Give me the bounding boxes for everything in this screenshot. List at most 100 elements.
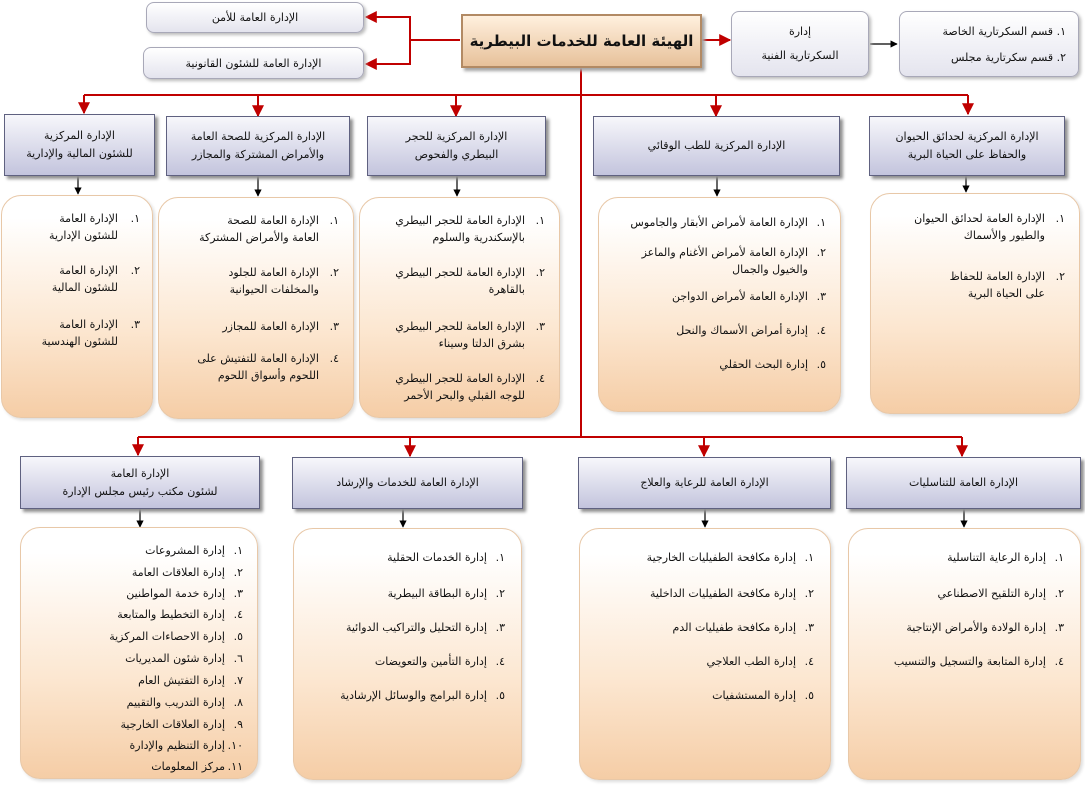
item-text: الإدارة العامة للصحة bbox=[227, 214, 319, 227]
root-to-legal bbox=[364, 40, 411, 70]
central-unit-header[interactable]: الإدارة المركزية للطب الوقائي bbox=[593, 116, 840, 176]
unit-title-line: الإدارة العامة bbox=[110, 466, 170, 480]
item-text: إدارة البحث الحقلي bbox=[719, 358, 808, 371]
item-number: ٣. bbox=[804, 621, 814, 634]
item-number: ٣. bbox=[130, 318, 140, 331]
general-unit-header[interactable]: الإدارة العامة للخدمات والإرشاد bbox=[292, 457, 523, 509]
sub-department-item[interactable]: ١٠.إدارة التنظيم والإدارة bbox=[130, 737, 243, 754]
sub-department-item[interactable]: ٥.إدارة البحث الحقلي bbox=[719, 356, 826, 373]
sub-department-item[interactable]: ٥.إدارة البرامج والوسائل الإرشادية bbox=[340, 687, 505, 704]
sub-department-item[interactable]: ٨.إدارة التدريب والتقييم bbox=[127, 694, 243, 711]
item-number: ٣. bbox=[535, 320, 545, 333]
sub-department-item[interactable]: ٣.الإدارة العامة لأمراض الدواجن bbox=[672, 288, 826, 305]
unit-title-line: الإدارة العامة للرعاية والعلاج bbox=[640, 476, 769, 489]
central-unit-header[interactable]: الإدارة المركزية للصحة العامة والأمراض ال… bbox=[166, 116, 350, 176]
item-number: ٤. bbox=[329, 352, 339, 365]
item-text: إدارة البرامج والوسائل الإرشادية bbox=[340, 689, 487, 702]
sub-department-item[interactable]: ٣.إدارة مكافحة طفيليات الدم bbox=[673, 619, 814, 636]
item-number: ٤. bbox=[1054, 655, 1064, 668]
sub-department-item[interactable]: ٢.إدارة البطاقة البيطرية bbox=[388, 585, 505, 602]
unit-title-line: البيطري والفحوص bbox=[414, 148, 499, 161]
item-text: إدارة الطب العلاجي bbox=[706, 655, 796, 668]
general-unit-header[interactable]: الإدارة العامة للرعاية والعلاج bbox=[578, 457, 831, 509]
security-node[interactable]: الإدارة العامة للأمن bbox=[146, 2, 364, 33]
sub-department-item[interactable]: ٦.إدارة شئون المديريات bbox=[125, 650, 243, 667]
sub-department-item[interactable]: ٣.إدارة الولادة والأمراض الإنتاجية bbox=[906, 619, 1064, 636]
item-number: ٢. bbox=[1056, 51, 1066, 64]
sub-department-item[interactable]: ٧.إدارة التفتيش العام bbox=[138, 672, 243, 689]
sub-department-item[interactable]: ٤.إدارة أمراض الأسماك والنحل bbox=[676, 322, 826, 339]
sub-department-item[interactable]: ١.إدارة مكافحة الطفيليات الخارجية bbox=[647, 549, 814, 566]
item-text: الإدارة العامة للجلود bbox=[228, 266, 319, 279]
item-number: ٦. bbox=[233, 652, 243, 665]
sub-department-item[interactable]: ٤. إدارة المتابعة والتسجيل والتنسيب bbox=[894, 653, 1064, 670]
sub-department-item[interactable]: ٢.إدارة مكافحة الطفيليات الداخلية bbox=[650, 585, 814, 602]
item-text: إدارة خدمة المواطنين bbox=[126, 587, 225, 600]
general-unit-header[interactable]: الإدارة العامة للتناسليات bbox=[846, 457, 1081, 509]
item-text: إدارة التحليل والتراكيب الدوائية bbox=[345, 621, 487, 634]
sub-department-item[interactable]: ٣.إدارة التحليل والتراكيب الدوائية bbox=[346, 619, 505, 636]
root-node[interactable]: الهيئة العامة للخدمات البيطرية bbox=[461, 14, 702, 68]
sub-department-item[interactable]: ٢.إدارة التلقيح الاصطناعي bbox=[937, 585, 1064, 602]
sub-department-item[interactable]: ٩.إدارة العلاقات الخارجية bbox=[120, 716, 243, 733]
sub-department-item[interactable]: ١.إدارة المشروعات bbox=[145, 542, 243, 559]
item-text: إدارة مكافحة الطفيليات الداخلية bbox=[649, 587, 796, 600]
sub-department-item[interactable]: ٥.إدارة المستشفيات bbox=[712, 687, 814, 704]
item-number: ٤. bbox=[233, 608, 243, 621]
item-number: ١. bbox=[233, 544, 243, 557]
item-number: ٢. bbox=[130, 264, 140, 277]
item-number: ١٠. bbox=[227, 739, 243, 752]
sub-department-item[interactable]: ١.إدارة الرعاية التناسلية bbox=[947, 549, 1064, 566]
legal-affairs-node[interactable]: الإدارة العامة للشئون القانونية bbox=[143, 47, 364, 79]
sub-department-item[interactable]: ٣.الإدارة العامة للمجازر bbox=[222, 318, 339, 335]
sub-department-item[interactable]: ١.الإدارة العامة لأمراض الأبقار والجاموس bbox=[630, 214, 826, 231]
item-text: إدارة مكافحة الطفيليات الخارجية bbox=[646, 551, 796, 564]
item-text: الإدارة العامة لأمراض الأغنام والماعز bbox=[641, 246, 808, 259]
general-unit-list: ١.إدارة المشروعات ٢.إدارة العلاقات العامة… bbox=[20, 527, 258, 779]
sub-department-item[interactable]: ١.إدارة الخدمات الحقلية bbox=[387, 549, 505, 566]
sub-department-item[interactable]: ٥.إدارة الاحصاءات المركزية bbox=[109, 628, 243, 645]
sub-department-item[interactable]: ١١.مركز المعلومات bbox=[151, 758, 243, 775]
central-unit-list: ١.الإدارة العامة لأمراض الأبقار والجاموس… bbox=[598, 197, 841, 412]
sub-department-item[interactable]: ٢.إدارة العلاقات العامة bbox=[132, 564, 243, 581]
item-number: ٢. bbox=[816, 246, 826, 259]
technical-secretariat-node[interactable]: إدارة السكرتارية الفنية bbox=[731, 11, 869, 77]
item-text: إدارة الاحصاءات المركزية bbox=[109, 630, 225, 643]
item-text: الإدارة العامة لأمراض الأبقار والجاموس bbox=[630, 216, 808, 229]
sub-department-item[interactable]: ٤.إدارة التخطيط والمتابعة bbox=[117, 606, 243, 623]
item-number: ١. bbox=[130, 212, 140, 225]
sub-department-item[interactable]: ٤.إدارة الطب العلاجي bbox=[706, 653, 814, 670]
item-text: إدارة الخدمات الحقلية bbox=[387, 551, 487, 564]
unit-title-line: الإدارة المركزية للصحة العامة bbox=[190, 130, 326, 143]
unit-title-line: والأمراض المشتركة والمجازر bbox=[191, 148, 325, 161]
security-title: الإدارة العامة للأمن bbox=[211, 11, 299, 24]
sub-department-item[interactable]: ٤.إدارة التأمين والتعويضات bbox=[375, 653, 505, 670]
unit-title-line: الإدارة المركزية للطب الوقائي bbox=[647, 139, 786, 152]
secretariat-sections-node[interactable]: ١. قسم السكرتارية الخاصة ٢. قسم سكرتارية… bbox=[899, 11, 1079, 77]
item-text: إدارة المتابعة والتسجيل والتنسيب bbox=[893, 655, 1046, 668]
item-text: إدارة المستشفيات bbox=[712, 689, 796, 702]
item-text: الإدارة العامة للحجر البيطري bbox=[395, 214, 525, 227]
sub-department-item[interactable]: ٣.إدارة خدمة المواطنين bbox=[126, 585, 243, 602]
technical-line-1: إدارة bbox=[788, 25, 812, 38]
